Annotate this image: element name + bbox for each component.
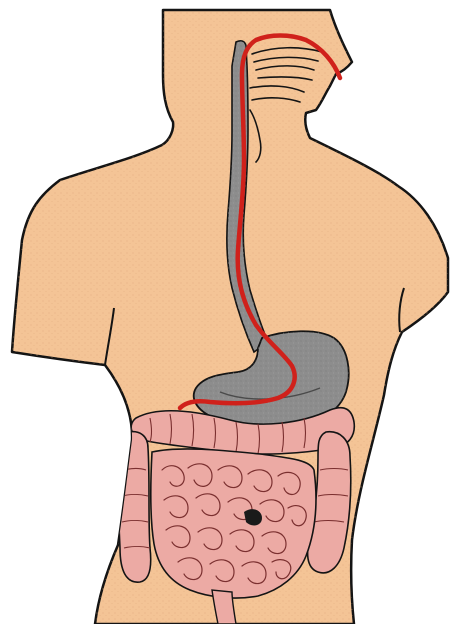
digestive-system-diagram	[0, 0, 462, 624]
digestive-system-figure	[0, 0, 462, 624]
